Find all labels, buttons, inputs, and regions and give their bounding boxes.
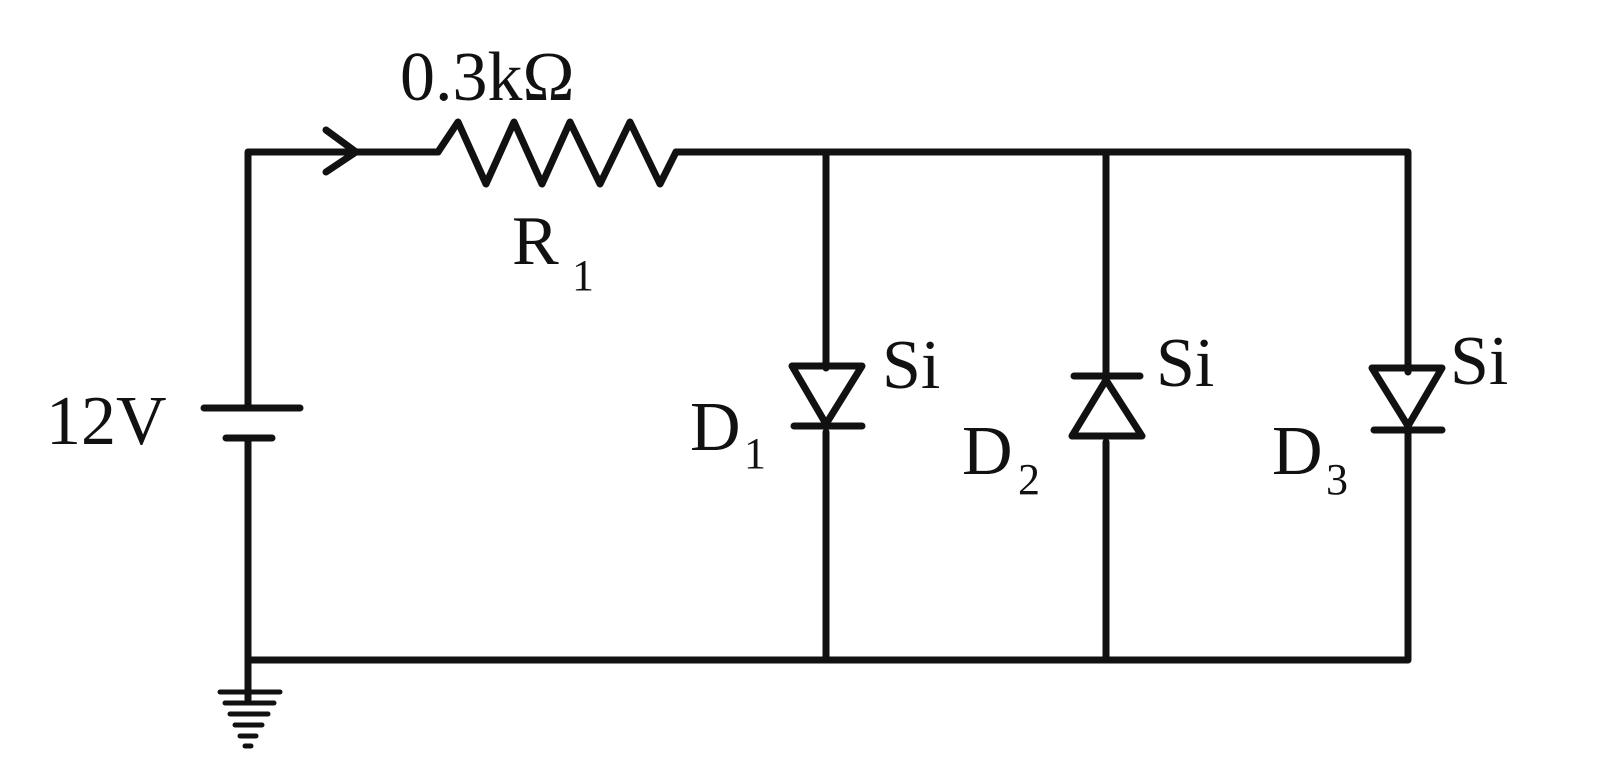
diode-d3-material: Si [1450,323,1508,400]
wires [244,148,1412,704]
diode-d3-icon [1368,364,1446,434]
diode-d1-subscript: 1 [744,429,766,478]
diode-d2-material: Si [1156,325,1214,402]
diode-d1-name: D [690,389,741,466]
diode-d3-name: D [1272,413,1323,490]
diode-d2-subscript: 2 [1018,455,1040,504]
resistor-value-label: 0.3kΩ [400,39,575,116]
diode-d1-material: Si [882,327,940,404]
wire-left-upper [244,148,442,412]
source-voltage-label: 12V [46,383,167,460]
resistor-name-label: R [512,203,559,280]
diode-d1-icon [788,362,866,430]
resistor-name-subscript: 1 [572,251,594,300]
diode-d2-name: D [962,413,1013,490]
battery-icon [200,404,304,442]
diode-d3-subscript: 3 [1326,455,1348,504]
wire-top [672,148,1412,376]
resistor-r1 [434,118,680,188]
ground-icon [217,689,283,749]
diode-d2-icon [1068,372,1146,440]
arrow-right-icon [322,126,360,176]
